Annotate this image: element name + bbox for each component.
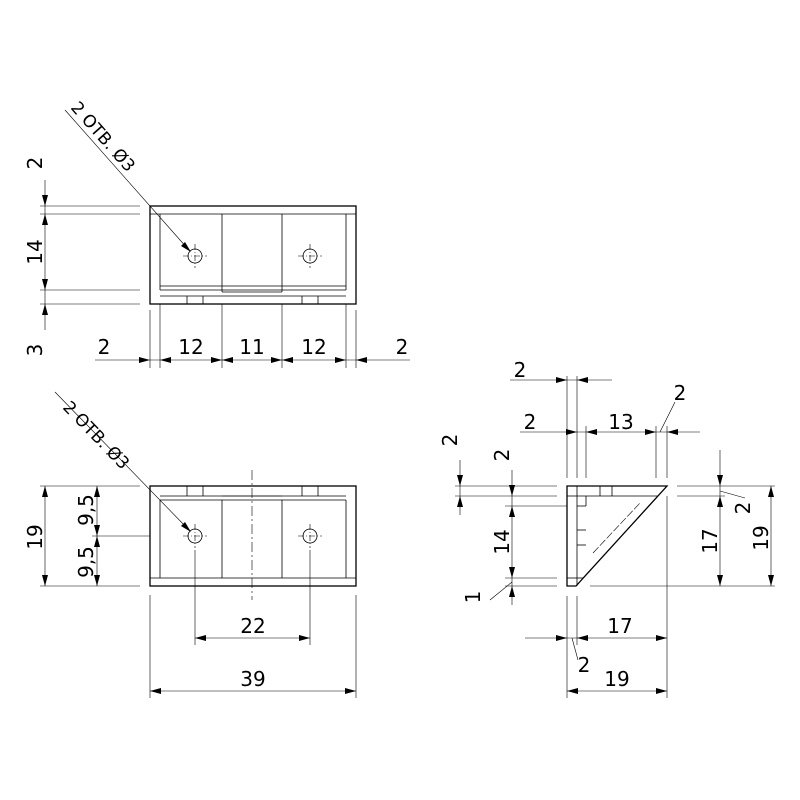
dim-top-bottom-12a: 12 bbox=[178, 335, 203, 359]
dim-side-top-2b: 2 bbox=[524, 410, 537, 434]
dim-top-left-3: 3 bbox=[23, 344, 47, 357]
dim-side-right-17: 17 bbox=[698, 528, 722, 553]
dim-side-left-1: 1 bbox=[461, 591, 485, 604]
dim-top-left-2: 2 bbox=[23, 157, 47, 170]
dim-side-bottom-19: 19 bbox=[604, 667, 629, 691]
dim-side-right-19: 19 bbox=[749, 525, 773, 550]
dim-side-right-2: 2 bbox=[731, 502, 755, 515]
dim-front-bottom-39: 39 bbox=[240, 667, 265, 691]
dim-front-left-9-5a: 9,5 bbox=[74, 494, 98, 526]
dim-top-bottom-11: 11 bbox=[239, 335, 264, 359]
dim-front-left-9-5b: 9,5 bbox=[74, 546, 98, 578]
dim-side-top-13: 13 bbox=[608, 410, 633, 434]
dim-top-bottom-2b: 2 bbox=[396, 335, 409, 359]
hole-note-front: 2 ОТВ. Ø3 bbox=[58, 398, 133, 474]
dim-side-bottom-2: 2 bbox=[578, 653, 591, 677]
dim-side-bottom-17: 17 bbox=[607, 614, 632, 638]
dim-top-left-14: 14 bbox=[23, 239, 47, 264]
front-view: 19 9,5 9,5 22 39 2 ОТВ. Ø3 bbox=[23, 391, 357, 698]
hole-note-top: 2 ОТВ. Ø3 bbox=[66, 98, 138, 176]
side-view: 2 2 13 2 2 2 14 1 2 17 19 17 2 19 bbox=[438, 358, 775, 698]
dim-front-bottom-22: 22 bbox=[240, 614, 265, 638]
dim-side-left-14: 14 bbox=[490, 529, 514, 554]
dim-side-left-2b: 2 bbox=[490, 449, 514, 462]
dim-top-bottom-12b: 12 bbox=[301, 335, 326, 359]
dim-top-bottom-2a: 2 bbox=[98, 335, 111, 359]
dim-side-left-2a: 2 bbox=[438, 434, 462, 447]
top-view: 2 14 3 2 12 11 12 2 2 ОТВ. Ø3 bbox=[23, 98, 410, 368]
dim-side-top-2c: 2 bbox=[674, 381, 687, 405]
dim-front-left-19: 19 bbox=[23, 524, 47, 549]
dim-side-top-2a: 2 bbox=[514, 358, 527, 382]
